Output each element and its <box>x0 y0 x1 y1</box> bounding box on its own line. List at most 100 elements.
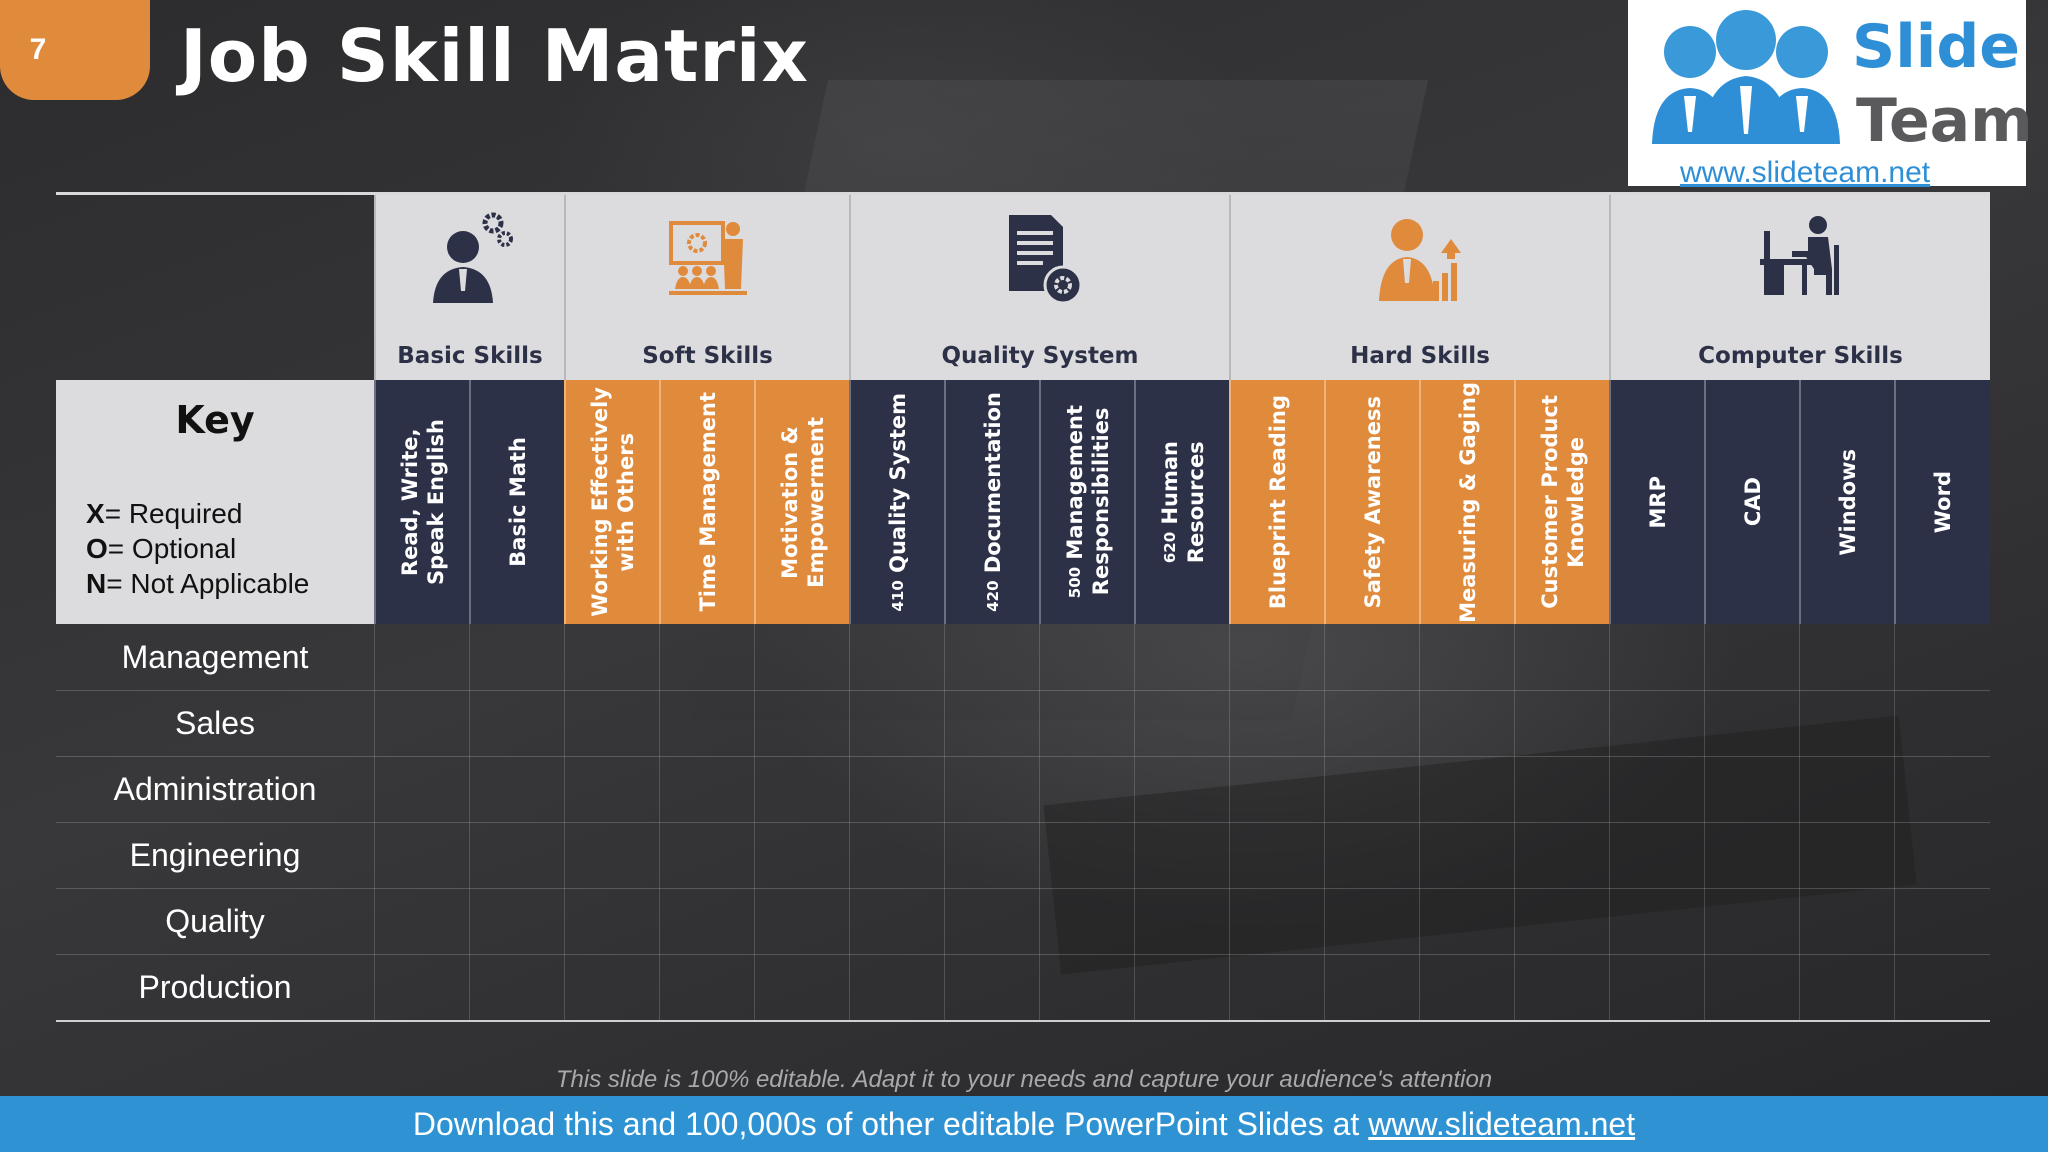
skill-label: MRP <box>1645 476 1671 528</box>
skill-name: Basic Math <box>505 437 530 567</box>
skill-header-cell: Blueprint Reading <box>1229 380 1324 624</box>
skill-header-cell: Word <box>1894 380 1990 624</box>
grid-line <box>1704 624 1705 1020</box>
skill-header-cell: Motivation & Empowerment <box>754 380 849 624</box>
person-at-computer-icon <box>1759 216 1839 295</box>
skill-header-cell: 420 Documentation <box>944 380 1039 624</box>
grid-line <box>56 954 1990 955</box>
grid-line <box>1609 624 1610 1020</box>
skill-label: 500 Management Responsibilities <box>1062 405 1114 598</box>
skill-name: Working Effectively with Others <box>587 387 638 617</box>
people-group-logo-icon <box>1652 10 1840 144</box>
skill-label: Blueprint Reading <box>1265 395 1291 609</box>
grid-line <box>1324 624 1325 1020</box>
row-label: Sales <box>174 704 256 741</box>
grid-line <box>56 888 1990 889</box>
download-link[interactable]: www.slideteam.net <box>1368 1105 1636 1142</box>
skill-name: CAD <box>1740 477 1765 527</box>
editable-note: This slide is 100% editable. Adapt it to… <box>555 1066 1493 1093</box>
skill-header-cell: Windows <box>1799 380 1894 624</box>
key-item-optional: O= Optional <box>86 533 236 565</box>
person-growth-chart-icon <box>1379 219 1461 301</box>
skill-label: 420 Documentation <box>980 392 1006 612</box>
skill-name: Windows <box>1835 448 1860 556</box>
grid-line <box>469 624 470 1020</box>
skill-label: Read, Write, Speak English <box>397 419 449 585</box>
grid-line <box>56 822 1990 823</box>
skill-header-cell: 620 Human Resources <box>1134 380 1229 624</box>
grid-line <box>1039 624 1040 1020</box>
grid-line <box>1229 624 1230 1020</box>
skill-label: Basic Math <box>505 437 531 567</box>
skill-header-cell: Measuring & Gaging <box>1419 380 1514 624</box>
skill-name: Customer Product Knowledge <box>1537 395 1588 609</box>
grid-line <box>1799 624 1800 1020</box>
grid-line <box>1419 624 1420 1020</box>
skill-header-cell: Working Effectively with Others <box>564 380 659 624</box>
key-symbol: O <box>86 533 108 564</box>
category-label: Basic Skills <box>397 343 543 369</box>
skill-header-cell: MRP <box>1609 380 1704 624</box>
key-text: = Required <box>104 498 243 529</box>
skill-label: Measuring & Gaging <box>1455 382 1481 623</box>
row-label: Administration <box>113 770 317 807</box>
row-label: Management <box>121 638 309 675</box>
skill-label: Word <box>1930 471 1956 533</box>
skill-label: Motivation & Empowerment <box>777 417 829 588</box>
presentation-board-icon <box>668 221 747 295</box>
category-label: Computer Skills <box>1698 343 1903 369</box>
skill-label: Working Effectively with Others <box>587 387 639 617</box>
slideteam-logo[interactable]: Slide Team www.slideteam.net <box>1628 0 2033 189</box>
grid-line <box>564 624 565 1020</box>
legend-key: Key X= Required O= Optional N= Not Appli… <box>56 380 374 624</box>
key-symbol: X <box>86 498 105 529</box>
skill-label: 620 Human Resources <box>1157 441 1209 563</box>
grid-line <box>944 624 945 1020</box>
skill-label: Customer Product Knowledge <box>1537 395 1589 609</box>
skill-header-cell: Time Management <box>659 380 754 624</box>
logo-url-link[interactable]: www.slideteam.net <box>1680 156 1931 189</box>
grid-line <box>849 624 850 1020</box>
grid-line <box>374 624 375 1020</box>
skill-label: CAD <box>1740 477 1766 526</box>
skill-name: Measuring & Gaging <box>1455 381 1480 623</box>
key-title: Key <box>175 398 255 442</box>
download-banner[interactable]: Download this and 100,000s of other edit… <box>0 1096 2048 1152</box>
slide-number-badge: 7 <box>0 0 150 100</box>
key-symbol: N <box>86 568 107 599</box>
skill-name: Quality System <box>885 392 910 573</box>
grid-line <box>754 624 755 1020</box>
row-label: Quality <box>165 902 265 939</box>
category-label: Hard Skills <box>1350 343 1490 369</box>
skill-header-cell: Basic Math <box>469 380 564 624</box>
grid-line <box>1894 624 1895 1020</box>
grid-line <box>56 690 1990 691</box>
logo-team-text: Team <box>1856 86 2033 156</box>
row-label: Engineering <box>129 836 301 873</box>
skill-label: Windows <box>1835 449 1861 556</box>
row-label: Production <box>138 968 292 1005</box>
skill-name: Read, Write, Speak English <box>397 418 448 586</box>
skill-code: 420 <box>983 580 1002 612</box>
grid-line <box>1134 624 1135 1020</box>
key-item-required: X= Required <box>86 498 242 530</box>
skill-name: MRP <box>1645 475 1670 529</box>
skill-header-cell: 410 Quality System <box>849 380 944 624</box>
grid-line <box>1514 624 1515 1020</box>
download-text: Download this and 100,000s of other edit… <box>412 1105 1360 1142</box>
skill-name: Documentation <box>980 392 1005 574</box>
skill-code: 410 <box>888 579 907 612</box>
category-label: Soft Skills <box>642 343 773 369</box>
top-rule <box>56 192 1990 195</box>
skill-name: Word <box>1931 470 1955 534</box>
document-gear-icon <box>1009 215 1083 305</box>
businessman-gears-icon <box>433 212 513 303</box>
skill-label: Time Management <box>695 392 721 612</box>
logo-slide-text: Slide <box>1852 12 2020 82</box>
key-text: = Not Applicable <box>106 568 310 599</box>
skill-code: 620 <box>1160 531 1179 564</box>
skill-label: Safety Awareness <box>1360 396 1386 608</box>
skill-name: Safety Awareness <box>1360 395 1385 609</box>
skill-name: Time Management <box>695 392 720 612</box>
skill-header-cell: Customer Product Knowledge <box>1514 380 1609 624</box>
